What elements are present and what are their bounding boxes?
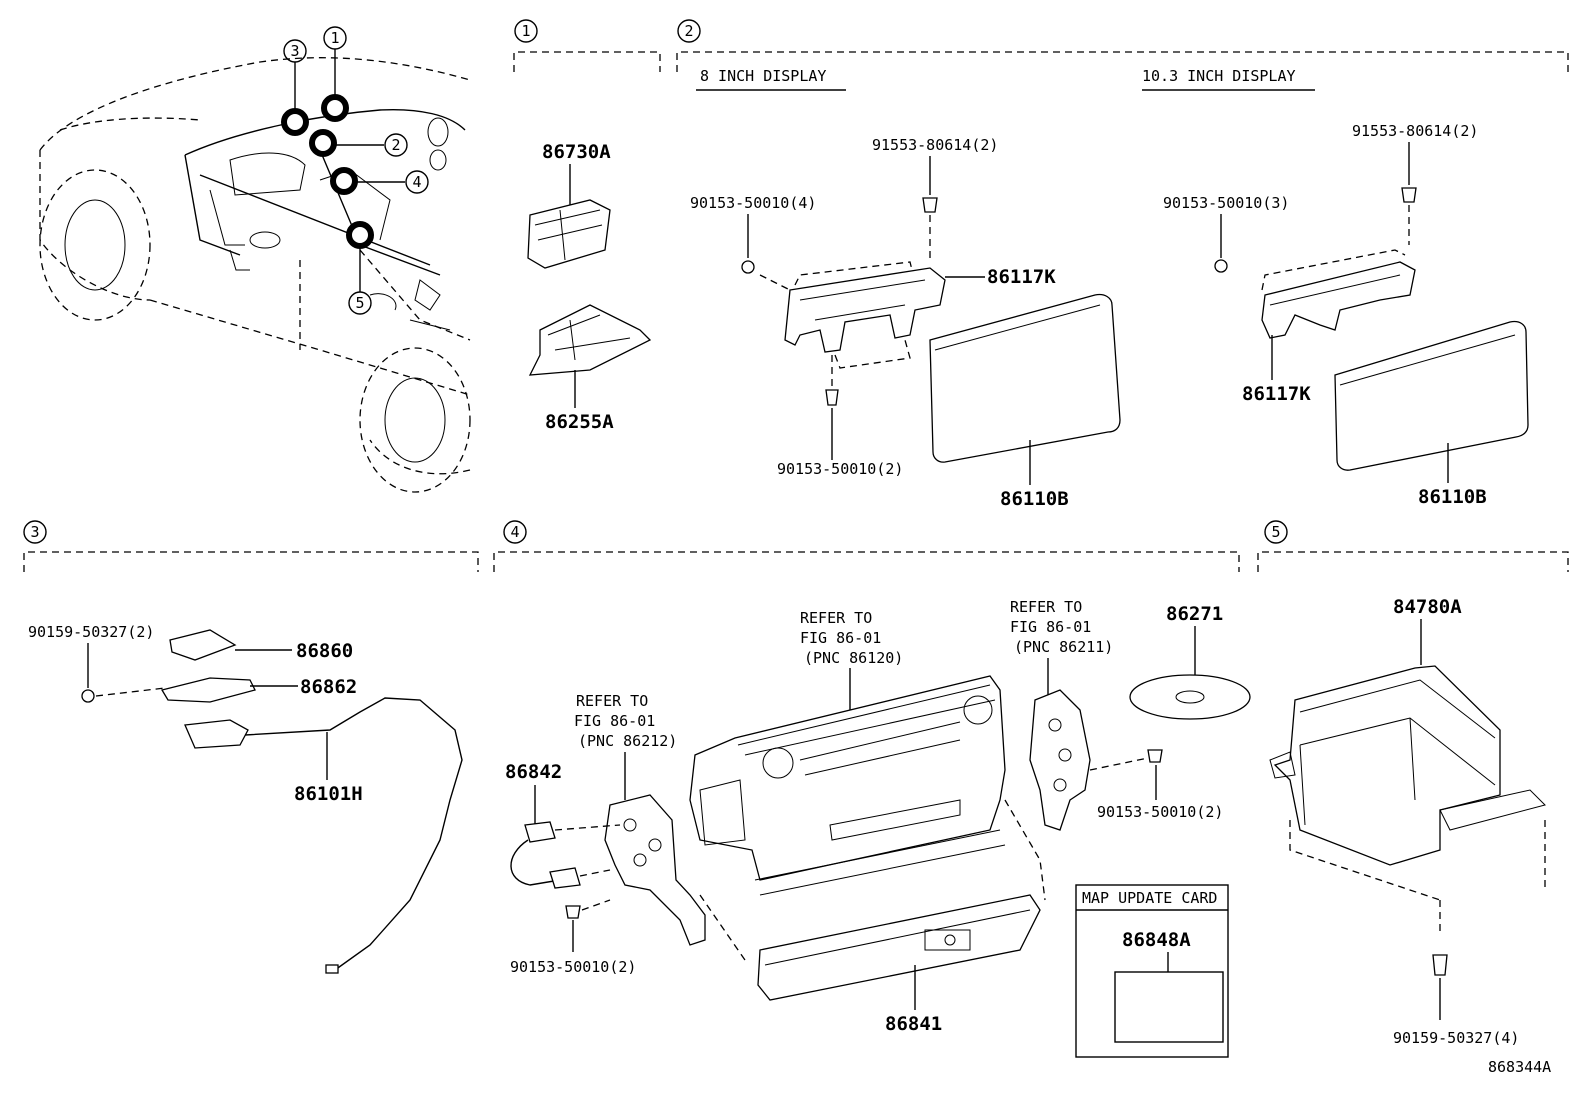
part-label-86117K-a: 86117K — [987, 266, 1056, 288]
ref2-line2: FIG 86-01 — [800, 629, 881, 647]
car-callout-2-text: 2 — [391, 136, 400, 154]
car-callout-1 — [323, 26, 347, 50]
part-label-90153-50010-2-c: 90153-50010(2) — [1097, 803, 1223, 821]
part-label-90153-50010-4: 90153-50010(4) — [690, 194, 816, 212]
section-2: 2 8 INCH DISPLAY 10.3 INCH DISPLAY 91553… — [676, 19, 1569, 510]
part-label-90159-50327-2: 90159-50327(2) — [28, 623, 154, 641]
car-callout-4 — [405, 170, 429, 194]
part-label-91553-80614-b: 91553-80614(2) — [1352, 122, 1478, 140]
car-callout-1-text: 1 — [330, 29, 339, 47]
part-label-91553-80614-a: 91553-80614(2) — [872, 136, 998, 154]
car-callout-3 — [283, 39, 307, 63]
ref3-line2: FIG 86-01 — [1010, 618, 1091, 636]
car-callout-5-text: 5 — [355, 294, 364, 312]
part-label-90153-50010-2-a: 90153-50010(2) — [777, 460, 903, 478]
part-label-86842: 86842 — [505, 761, 562, 783]
part-label-86860: 86860 — [296, 640, 353, 662]
diagram-id: 868344A — [1488, 1058, 1551, 1076]
part-label-86271: 86271 — [1166, 603, 1223, 625]
part-label-86841: 86841 — [885, 1013, 942, 1035]
ref1-line3: (PNC 86212) — [578, 732, 677, 750]
section-4-number: 4 — [510, 523, 519, 541]
section-5-number: 5 — [1271, 523, 1280, 541]
car-callout-5 — [348, 291, 372, 315]
map-update-card-box — [1075, 884, 1229, 1058]
ref3-line3: (PNC 86211) — [1014, 638, 1113, 656]
section-4: 4 REFER TO FIG 86-01 (PNC 86212) 86842 9… — [493, 520, 1251, 1058]
part-label-84780A: 84780A — [1393, 596, 1462, 618]
display-10-title: 10.3 INCH DISPLAY — [1142, 67, 1296, 85]
part-label-86848A: 86848A — [1122, 929, 1191, 951]
car-overview: 1 2 3 4 5 — [39, 26, 471, 493]
section-1-number: 1 — [521, 22, 530, 40]
car-callout-2 — [384, 133, 408, 157]
part-label-90153-50010-2-b: 90153-50010(2) — [510, 958, 636, 976]
display-8-title: 8 INCH DISPLAY — [700, 67, 826, 85]
ref2-line3: (PNC 86120) — [804, 649, 903, 667]
car-callout-4-text: 4 — [412, 173, 421, 191]
section-5: 5 84780A 90159-50327(4) — [1257, 520, 1569, 1047]
part-label-86255A: 86255A — [545, 411, 614, 433]
part-label-86110B-a: 86110B — [1000, 488, 1069, 510]
part-label-90153-50010-3: 90153-50010(3) — [1163, 194, 1289, 212]
section-2-number: 2 — [684, 22, 693, 40]
ref1-line1: REFER TO — [576, 692, 648, 710]
part-label-86117K-b: 86117K — [1242, 383, 1311, 405]
part-label-90159-50327-4: 90159-50327(4) — [1393, 1029, 1519, 1047]
section-3: 3 90159-50327(2) 86860 86862 86101H — [23, 520, 479, 974]
part-label-86862: 86862 — [300, 676, 357, 698]
part-label-86101H: 86101H — [294, 783, 363, 805]
ref1-line2: FIG 86-01 — [574, 712, 655, 730]
ref3-line1: REFER TO — [1010, 598, 1082, 616]
ref2-line1: REFER TO — [800, 609, 872, 627]
car-callout-3-text: 3 — [290, 42, 299, 60]
part-label-86110B-b: 86110B — [1418, 486, 1487, 508]
section-3-number: 3 — [30, 523, 39, 541]
map-update-card-title: MAP UPDATE CARD — [1082, 889, 1217, 907]
map-update-card-graphic — [1114, 971, 1224, 1043]
section-1: 1 86730A 86255A — [513, 19, 661, 433]
part-label-86730A: 86730A — [542, 141, 611, 163]
